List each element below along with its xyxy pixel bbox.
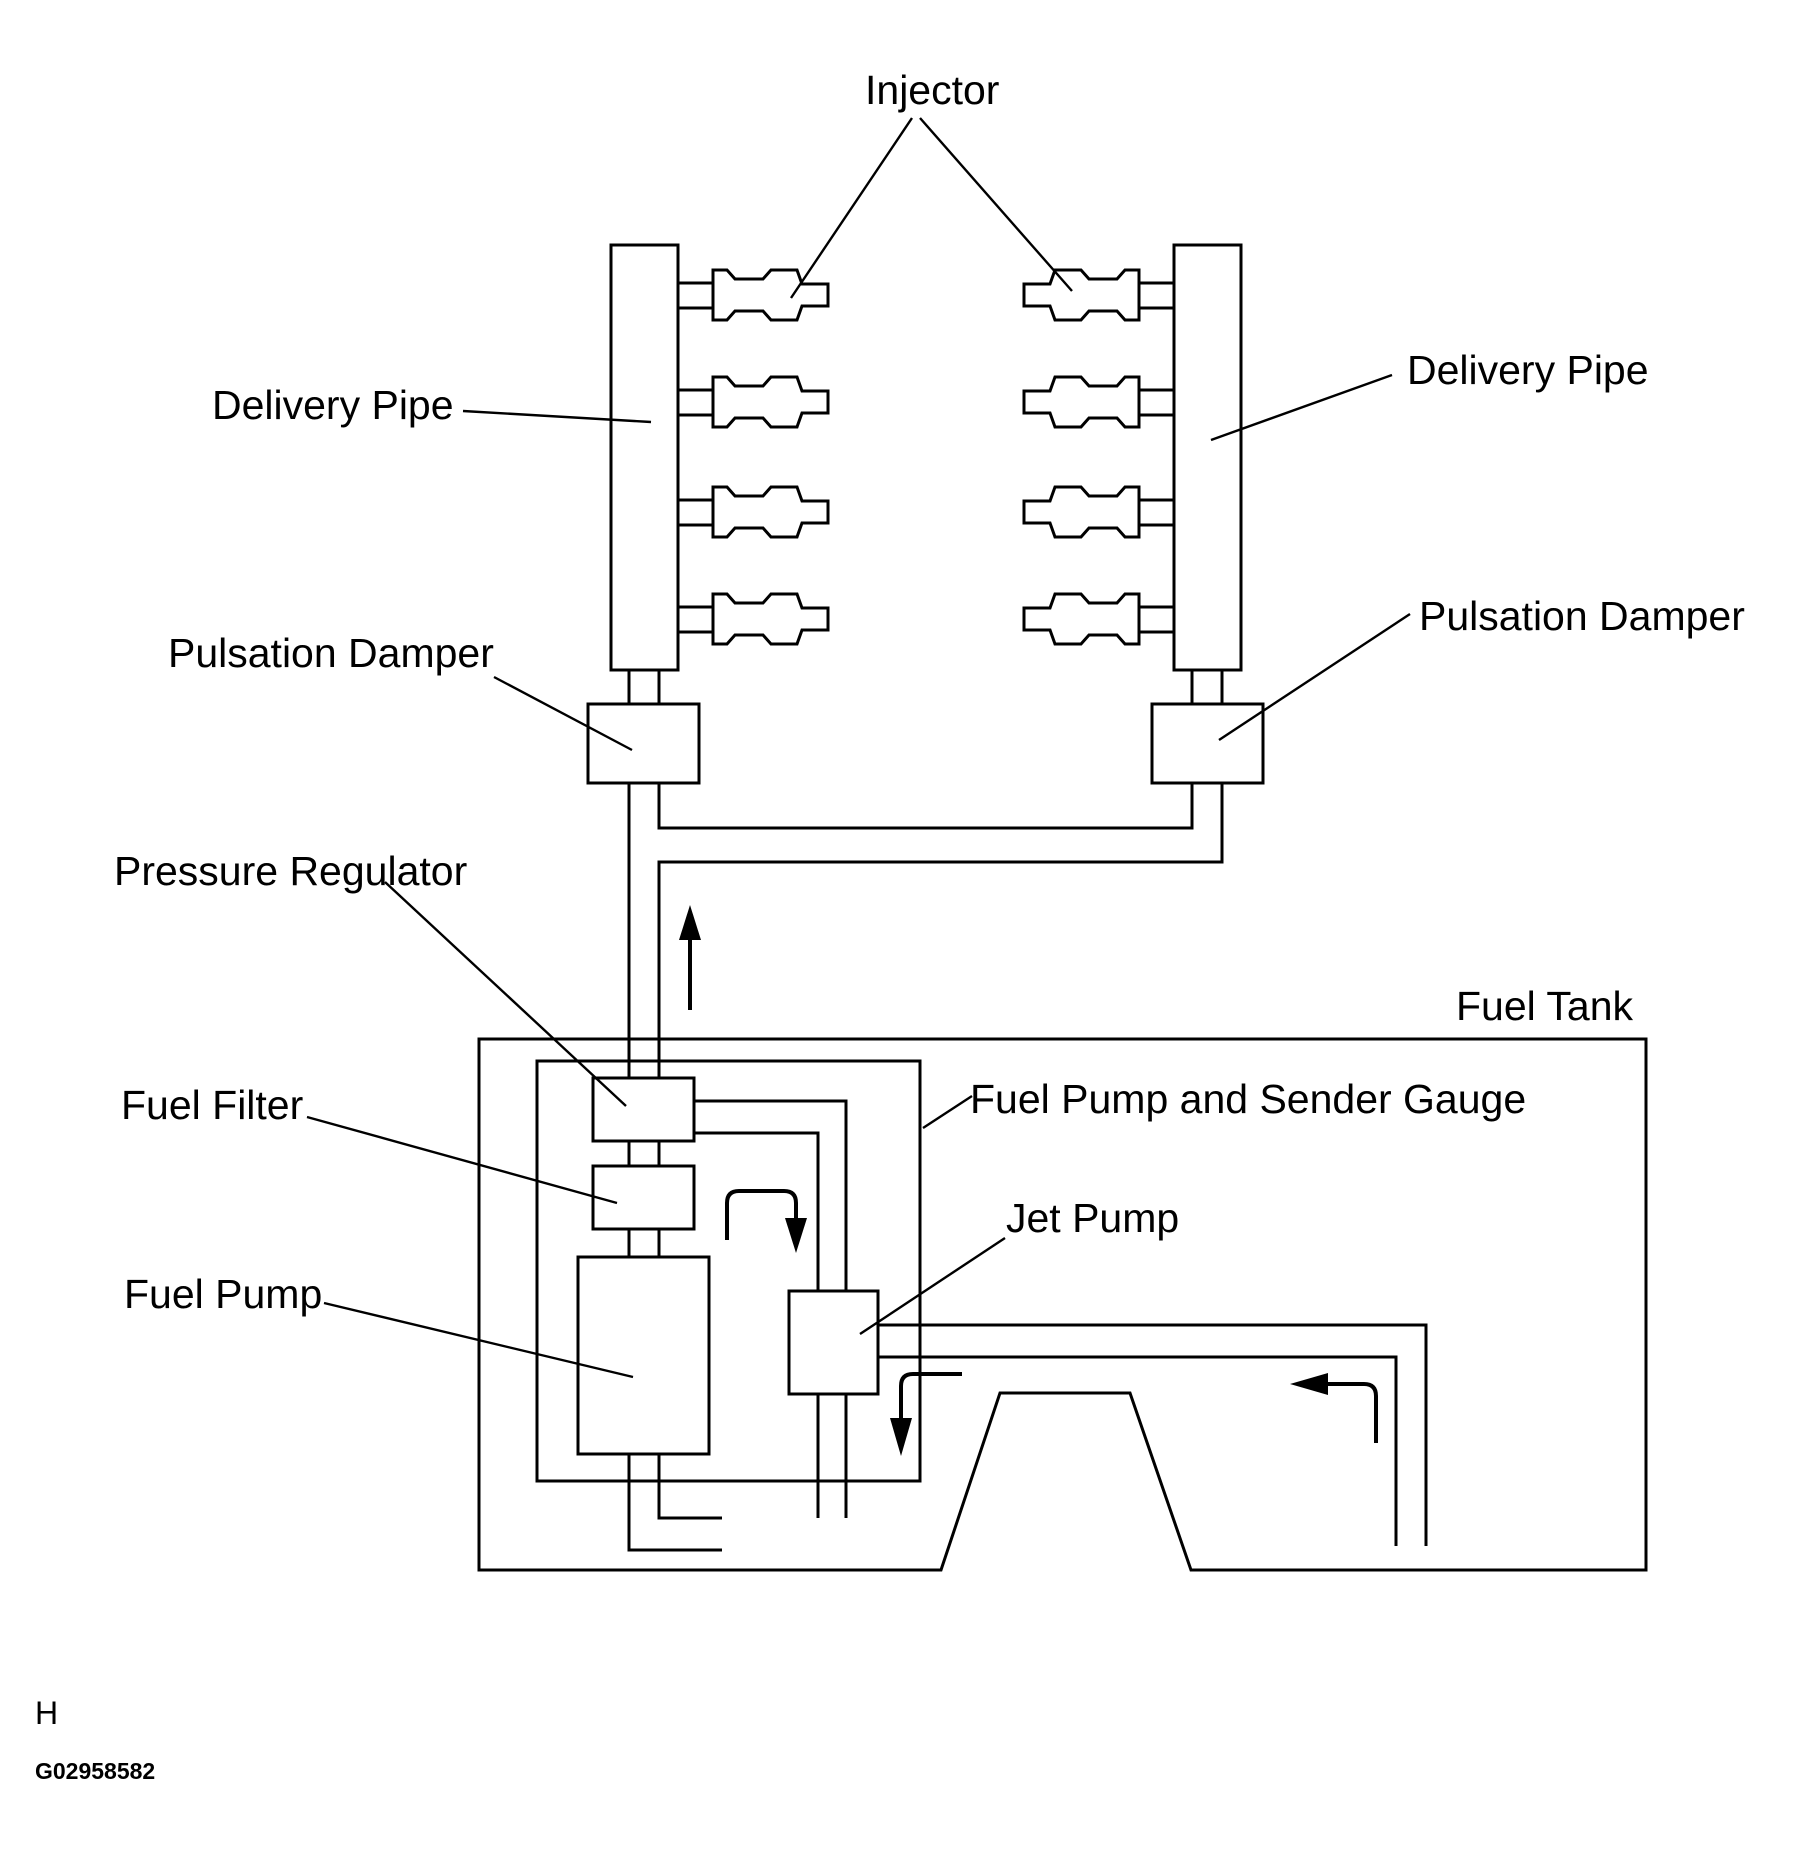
label-fuel-filter: Fuel Filter [121, 1082, 303, 1128]
label-pressure-regulator: Pressure Regulator [114, 848, 467, 894]
right-pulsation-damper [1150, 702, 1265, 785]
label-delivery-pipe-left: Delivery Pipe [212, 382, 454, 428]
left-injector-1 [711, 268, 830, 322]
label-pulsation-damper-right: Pulsation Damper [1419, 593, 1745, 639]
right-damper-inlet-pipe [1190, 670, 1224, 704]
leader-lines [306, 117, 1411, 1379]
right-injector-bank [1022, 268, 1141, 646]
jet-pump [787, 1289, 880, 1396]
label-pulsation-damper-left: Pulsation Damper [168, 630, 494, 676]
right-injector-1 [1022, 268, 1141, 322]
right-injector-4 [1022, 592, 1141, 646]
regulator-return-line [694, 1099, 848, 1291]
flow-arrow-curved-down-left [890, 1372, 962, 1456]
label-injector: Injector [865, 67, 999, 113]
fuel-tank-outline [477, 1037, 1648, 1572]
left-pulsation-damper [586, 702, 701, 785]
right-injector-3 [1022, 485, 1141, 539]
left-injector-4 [711, 592, 830, 646]
fuel-filter [591, 1164, 696, 1231]
label-fuel-tank: Fuel Tank [1456, 983, 1634, 1029]
right-injector-2 [1022, 375, 1141, 429]
label-delivery-pipe-right: Delivery Pipe [1407, 347, 1649, 393]
left-injector-connections [676, 281, 713, 634]
flow-arrow-curved-up-left [1290, 1373, 1378, 1443]
figure-id: G02958582 [35, 1758, 155, 1784]
transfer-pipe [878, 1323, 1428, 1546]
label-jet-pump: Jet Pump [1006, 1195, 1179, 1241]
right-injector-connections [1139, 281, 1176, 634]
left-delivery-pipe [609, 243, 680, 672]
main-fuel-line [627, 783, 1224, 1078]
right-delivery-pipe [1172, 243, 1243, 672]
fuel-pump-intake [627, 1454, 722, 1552]
fuel-pump [576, 1255, 711, 1456]
left-injector-3 [711, 485, 830, 539]
flow-arrow-up [679, 905, 701, 1010]
corner-letter: H [35, 1695, 58, 1731]
jet-pump-outlet [816, 1394, 848, 1518]
left-damper-inlet-pipe [627, 670, 661, 704]
left-injector-2 [711, 375, 830, 429]
flow-arrow-curved-down-right [725, 1189, 807, 1253]
fuel-pump-and-sender-gauge-assembly [535, 1059, 922, 1483]
left-injector-bank [711, 268, 830, 646]
regulator-filter-pipe [627, 1141, 661, 1166]
label-fuel-pump: Fuel Pump [124, 1271, 322, 1317]
filter-pump-pipe [627, 1229, 661, 1257]
label-fuel-pump-and-sender-gauge: Fuel Pump and Sender Gauge [970, 1076, 1526, 1122]
pressure-regulator [591, 1076, 696, 1143]
